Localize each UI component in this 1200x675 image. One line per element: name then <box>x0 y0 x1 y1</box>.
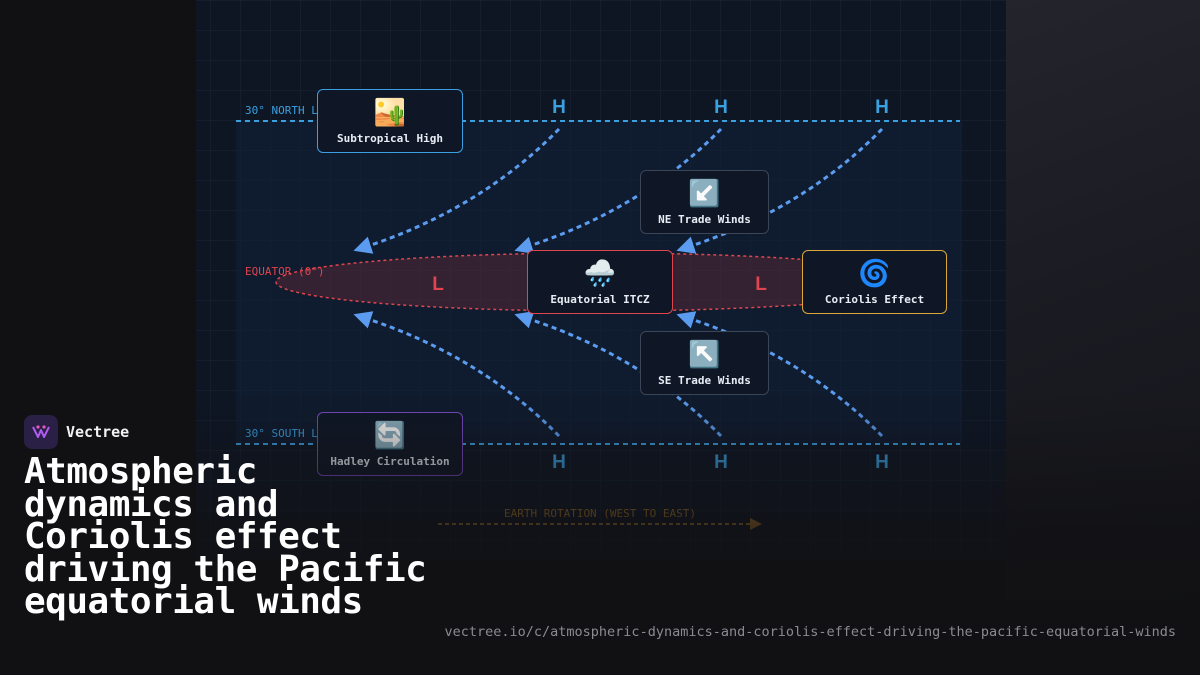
equator-label: EQUATOR (0°) <box>245 265 324 278</box>
coriolis-effect-label: Coriolis Effect <box>824 292 925 306</box>
low-pressure-marker: L <box>755 274 767 295</box>
cyclone-icon: 🌀 <box>858 258 891 289</box>
equatorial-itcz-card[interactable]: 🌧️ Equatorial ITCZ <box>527 250 673 314</box>
se-trade-winds-label: SE Trade Winds <box>658 373 751 387</box>
high-pressure-marker: H <box>714 97 728 118</box>
arrow-up-left-icon: ↖️ <box>688 339 721 370</box>
subtropical-high-label: Subtropical High <box>337 131 443 145</box>
equatorial-itcz-label: Equatorial ITCZ <box>550 292 650 306</box>
high-pressure-marker: H <box>875 97 889 118</box>
arrow-down-left-icon: ↙️ <box>688 178 721 209</box>
high-pressure-marker: H <box>552 97 566 118</box>
earth-rotation-label: EARTH ROTATION (WEST TO EAST) <box>504 507 696 520</box>
brand-name: Vectree <box>66 423 130 441</box>
page-url[interactable]: vectree.io/c/atmospheric-dynamics-and-co… <box>444 624 1177 640</box>
ne-trade-winds-label: NE Trade Winds <box>658 212 751 226</box>
low-pressure-marker: L <box>432 274 444 295</box>
desert-icon: 🏜️ <box>373 97 407 128</box>
brand[interactable]: Vectree <box>24 415 129 449</box>
subtropical-high-card[interactable]: 🏜️ Subtropical High <box>317 89 463 153</box>
ne-trade-winds-card[interactable]: ↙️ NE Trade Winds <box>640 170 769 234</box>
rain-cloud-icon: 🌧️ <box>583 258 617 289</box>
page-title: Atmospheric dynamics and Coriolis effect… <box>24 451 427 622</box>
cycle-arrows-icon: 🔄 <box>373 420 407 451</box>
high-pressure-marker: H <box>875 452 889 473</box>
se-trade-winds-card[interactable]: ↖️ SE Trade Winds <box>640 331 769 395</box>
coriolis-effect-card[interactable]: 🌀 Coriolis Effect <box>802 250 947 314</box>
vectree-logo-icon <box>24 415 58 449</box>
high-pressure-marker: H <box>552 452 566 473</box>
high-pressure-marker: H <box>714 452 728 473</box>
